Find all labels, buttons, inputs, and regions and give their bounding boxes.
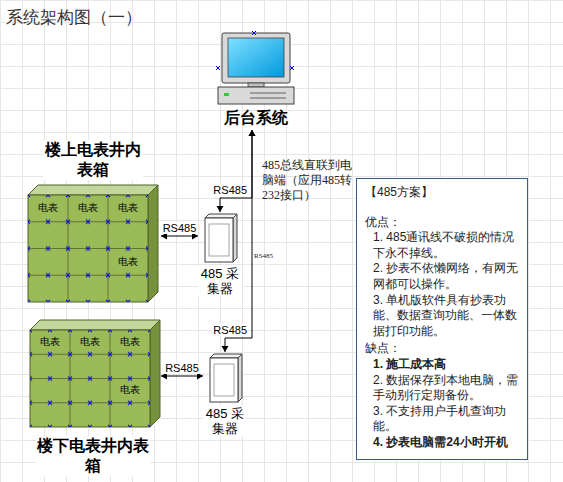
connector-line xyxy=(220,130,252,212)
node-text: 电表 xyxy=(118,256,138,268)
meter-cell: 电表 xyxy=(112,332,148,352)
meter-cell: 电表 xyxy=(112,380,148,400)
collector-node: 485 采集器 xyxy=(198,212,242,296)
node-text: 后台系统 xyxy=(224,108,288,128)
node-text: 电表 xyxy=(80,336,100,348)
collector-icon-upper xyxy=(205,214,237,262)
node-text: 楼下电表井内表箱 xyxy=(36,436,150,476)
bus-label: RS485 xyxy=(254,252,284,261)
node-text: 1. 485通讯线不破损的情况下永不掉线。 xyxy=(365,230,520,261)
node-text: 2. 数据保存到本地电脑，需手动别行定期备份。 xyxy=(365,373,520,404)
connector-line xyxy=(225,130,252,352)
meter-cell: 电表 xyxy=(70,197,106,219)
node-text: 【485方案】 xyxy=(365,185,520,201)
connector xyxy=(222,130,256,352)
meter-cabinet: 楼上电表井内表箱电表电表电表电表 xyxy=(25,140,161,305)
node-text: 楼上电表井内表箱 xyxy=(43,140,143,180)
arrow-head xyxy=(249,130,256,136)
meter-cabinet-lower xyxy=(30,320,160,427)
meter-cell: 电表 xyxy=(110,197,146,219)
computer-icon xyxy=(216,31,294,104)
node-text: 缺点： xyxy=(365,341,520,357)
edge-label: RS485 xyxy=(212,324,248,336)
connector-line xyxy=(161,376,203,377)
node-text: 电表 xyxy=(118,202,138,214)
node-text: 电表 xyxy=(120,384,140,396)
edge-label: RS485 xyxy=(164,362,200,374)
collector-node: 485 采集器 xyxy=(203,352,247,436)
server-node: 后台系统 xyxy=(210,30,302,130)
node-text: 4. 抄表电脑需24小时开机 xyxy=(365,435,520,451)
bus-note: 485总线直联到电脑端（应用485转232接口） xyxy=(262,158,354,203)
meter-cell: 电表 xyxy=(72,332,108,352)
node-text: 电表 xyxy=(38,202,58,214)
meter-cabinet-upper xyxy=(28,185,158,302)
meter-cabinet: 楼下电表井内表箱电表电表电表电表 xyxy=(25,318,161,476)
collector-icon-lower xyxy=(210,354,242,402)
node-text: 电表 xyxy=(78,202,98,214)
note-panel: 【485方案】优点：1. 485通讯线不破损的情况下永不掉线。2. 抄表不依懒网… xyxy=(356,178,528,460)
arrow-head xyxy=(222,346,229,352)
node-text: 电表 xyxy=(120,336,140,348)
node-text: 2. 抄表不依懒网络，有网无网都可以操作。 xyxy=(365,261,520,292)
node-text: 3. 不支持用户手机查询功能。 xyxy=(365,404,520,435)
edge-label: RS485 xyxy=(212,184,248,196)
node-text: 485 采集器 xyxy=(203,406,247,436)
node-text: 1. 施工成本高 xyxy=(365,357,520,373)
node-text: 485 采集器 xyxy=(198,266,242,296)
arrow-head xyxy=(217,206,224,212)
meter-cell: 电表 xyxy=(110,251,146,273)
node-text: 3. 单机版软件具有抄表功能、数据查询功能、一体数据打印功能。 xyxy=(365,293,520,340)
meter-cell: 电表 xyxy=(32,332,68,352)
arrow-head xyxy=(249,130,256,136)
edge-label: RS485 xyxy=(162,222,198,234)
diagram-title: 系统架构图（一） xyxy=(6,6,142,29)
connector xyxy=(217,130,256,212)
node-text: 优点： xyxy=(365,215,520,231)
node-text: 电表 xyxy=(40,336,60,348)
meter-cell: 电表 xyxy=(30,197,66,219)
